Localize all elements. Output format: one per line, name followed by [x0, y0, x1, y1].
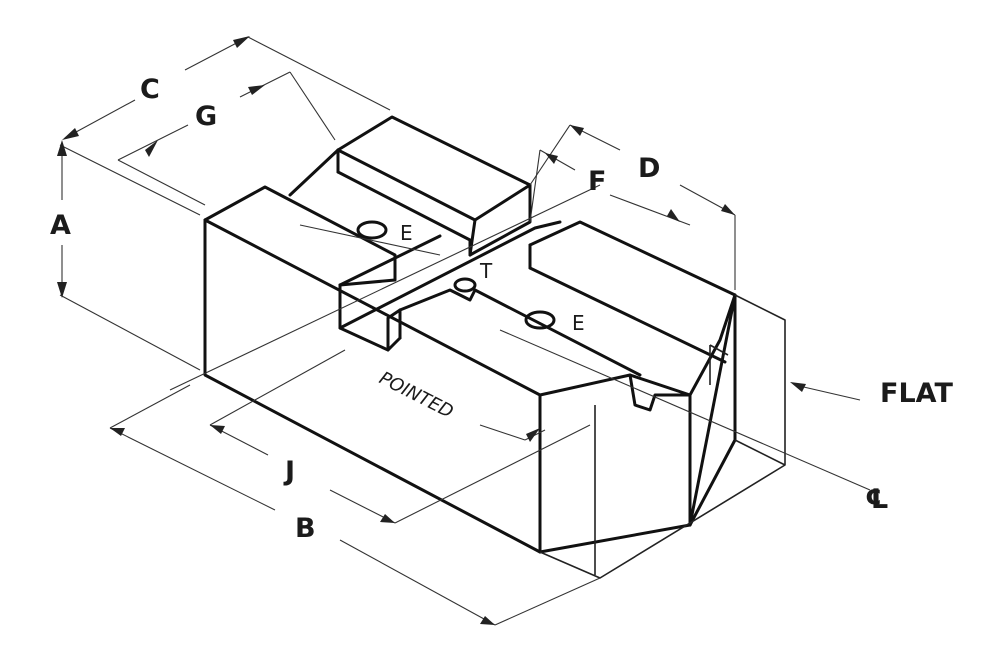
- dim-j-arrow-right: [380, 514, 395, 523]
- dim-a-ext-top: [59, 144, 201, 216]
- dim-d-arrow-left: [570, 125, 584, 136]
- dim-g-line-right: [239, 71, 291, 98]
- dim-f-ext-left: [529, 149, 541, 223]
- label-c: C: [140, 74, 160, 105]
- cross-slot-floor: [338, 220, 562, 330]
- dim-a-ext-bottom: [59, 294, 201, 371]
- dim-g-arrow-right: [248, 85, 265, 95]
- pointed-leader-arrow: [526, 428, 540, 442]
- flat-leader-arrow: [790, 382, 806, 392]
- flat-phantom-box: [539, 294, 786, 579]
- rear-block-inner-edge: [336, 148, 477, 222]
- flat-phantom-inner: [734, 439, 786, 466]
- dim-g-line-left: [117, 124, 189, 161]
- label-d: D: [638, 153, 660, 184]
- dim-a-arrow-top: [57, 140, 67, 156]
- rear-block-step: [336, 170, 472, 242]
- dim-f-arrow-right: [667, 209, 680, 222]
- dim-j-ext-right: [394, 424, 591, 524]
- groove-detail: [709, 344, 729, 356]
- end-face-rear-edge: [688, 293, 737, 527]
- phantom-outline: [539, 294, 786, 579]
- label-centerline: ℄: [865, 484, 889, 515]
- dim-c-arrow-right: [233, 36, 250, 48]
- dim-f-line-left: [539, 149, 576, 171]
- dimension-lines: [57, 36, 871, 626]
- label-e-front: E: [572, 311, 585, 335]
- front-right-block: [528, 220, 737, 527]
- dim-b-ext-right: [494, 577, 601, 626]
- dim-a-arrow-bottom: [57, 282, 67, 298]
- dim-b-arrow-right: [480, 616, 495, 625]
- label-t: T: [479, 259, 493, 283]
- centerline-hole-top: [299, 224, 441, 256]
- label-f: F: [588, 166, 606, 197]
- rear-block-top-right: [473, 183, 532, 222]
- flat-leader: [794, 384, 861, 401]
- dim-f-arrow-left: [545, 153, 558, 164]
- dimension-labels: A C G D F E E T J B FLAT ℄ POINTED: [50, 74, 953, 544]
- label-e-top: E: [400, 221, 413, 245]
- label-g: G: [195, 101, 217, 132]
- dim-b-ext-left: [109, 384, 191, 429]
- rear-left-top-edge: [203, 185, 397, 287]
- label-a: A: [50, 210, 71, 241]
- front-right-groove-edge: [528, 266, 727, 364]
- dim-c-arrow-left: [62, 128, 79, 140]
- pointed-end-face: [538, 373, 692, 554]
- mounting-holes: [356, 220, 556, 330]
- dim-j-arrow-left: [210, 425, 225, 434]
- hole-e-front: [524, 310, 556, 330]
- cross-slot-top: [338, 234, 442, 287]
- hole-t: [453, 277, 477, 293]
- dim-g-arrow-left: [145, 140, 158, 157]
- centerline-main: [499, 329, 871, 491]
- dim-j-ext-left: [209, 349, 346, 426]
- label-b: B: [295, 513, 316, 544]
- pointed-leader: [479, 424, 526, 441]
- rear-block-right-drop: [468, 218, 477, 257]
- front-block-top-edge: [473, 288, 642, 377]
- dim-c-ext-right: [247, 36, 391, 111]
- dim-d-arrow-right: [721, 204, 735, 215]
- hole-e-top: [356, 220, 388, 240]
- jaw-body-outline: [203, 115, 737, 554]
- end-face-bottom-rear: [688, 438, 737, 527]
- dim-b-line-left: [109, 427, 276, 511]
- dim-g-ext-left: [117, 159, 206, 206]
- label-j: J: [283, 456, 295, 487]
- label-pointed: POINTED: [376, 368, 457, 423]
- centerline-cross: [169, 184, 601, 391]
- dim-b-arrow-left: [110, 428, 125, 436]
- label-flat: FLAT: [880, 378, 953, 409]
- dim-g-ext-right: [289, 71, 336, 141]
- dim-b-line-right: [339, 539, 496, 626]
- end-face-notch: [628, 373, 692, 412]
- front-block-top: [398, 288, 477, 312]
- cross-slot-corner: [386, 336, 402, 352]
